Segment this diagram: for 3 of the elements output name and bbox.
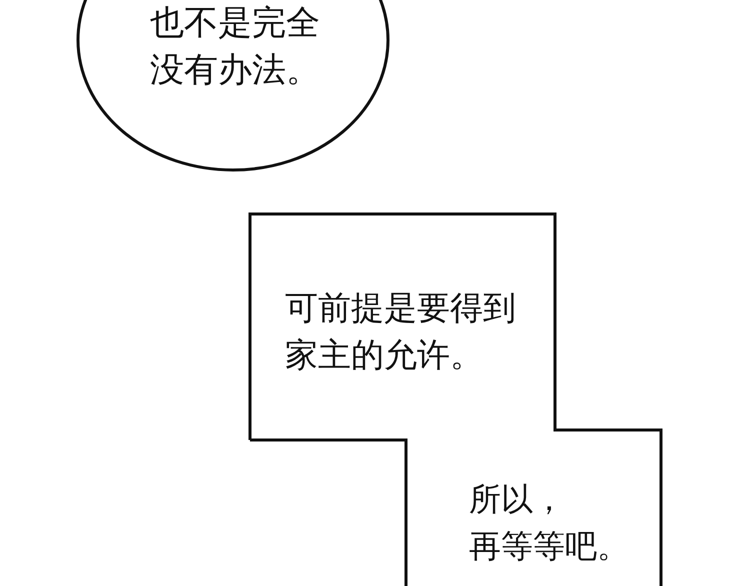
caption-text: 所以，再等等吧。 [469, 479, 630, 567]
speech-text: 也不是完全没有办法。 [150, 2, 321, 92]
caption-text: 可前提是要得到家主的允许。 [285, 287, 517, 376]
